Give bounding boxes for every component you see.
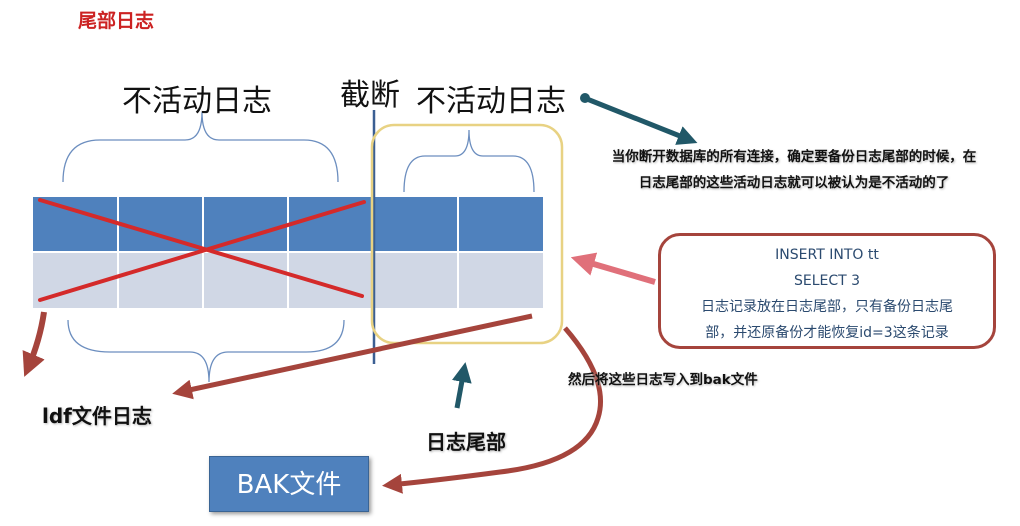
callout-line2: SELECT 3 xyxy=(793,273,861,289)
arrow-tail-to-bak xyxy=(382,326,603,494)
top-note-line1: 当你断开数据库的所有连接，确定要备份日志尾部的时候，在 xyxy=(611,149,977,165)
label-tail: 日志尾部 xyxy=(426,430,506,454)
arrow-to-ldf xyxy=(22,311,47,377)
label-inactive-left: 不活动日志 xyxy=(122,84,272,119)
brace-inactive-right xyxy=(403,129,535,193)
brace-ldf-bottom xyxy=(67,319,345,383)
callout-line4: 部，并还原备份才能恢复id=3这条记录 xyxy=(705,325,949,341)
label-inactive-right: 不活动日志 xyxy=(416,84,566,119)
arrow-to-tail-label xyxy=(451,362,472,409)
callout-box: INSERT INTO tt SELECT 3 日志记录放在日志尾部，只有备份日… xyxy=(658,233,996,349)
callout-line1: INSERT INTO tt xyxy=(775,247,879,263)
tail-highlight-box xyxy=(370,123,564,345)
top-note-line2: 日志尾部的这些活动日志就可以被认为是不活动的了 xyxy=(638,175,950,191)
brace-inactive-left xyxy=(62,111,339,183)
page-title: 尾部日志 xyxy=(78,10,155,32)
arrow-tail-to-ldf xyxy=(172,313,533,400)
callout-line3: 日志记录放在日志尾部，只有备份日志尾 xyxy=(701,299,953,315)
arrow-to-top-note xyxy=(586,96,698,145)
arrow-callout-to-tail xyxy=(570,252,656,285)
label-ldf: ldf文件日志 xyxy=(42,404,152,428)
label-truncate: 截断 xyxy=(340,78,400,113)
truncated-cross-mark xyxy=(38,198,366,302)
label-write-note: 然后将这些日志写入到bak文件 xyxy=(568,372,758,388)
bak-file-box: BAK文件 xyxy=(209,456,369,512)
top-note: 当你断开数据库的所有连接，确定要备份日志尾部的时候，在 日志尾部的这些活动日志就… xyxy=(570,144,1018,196)
